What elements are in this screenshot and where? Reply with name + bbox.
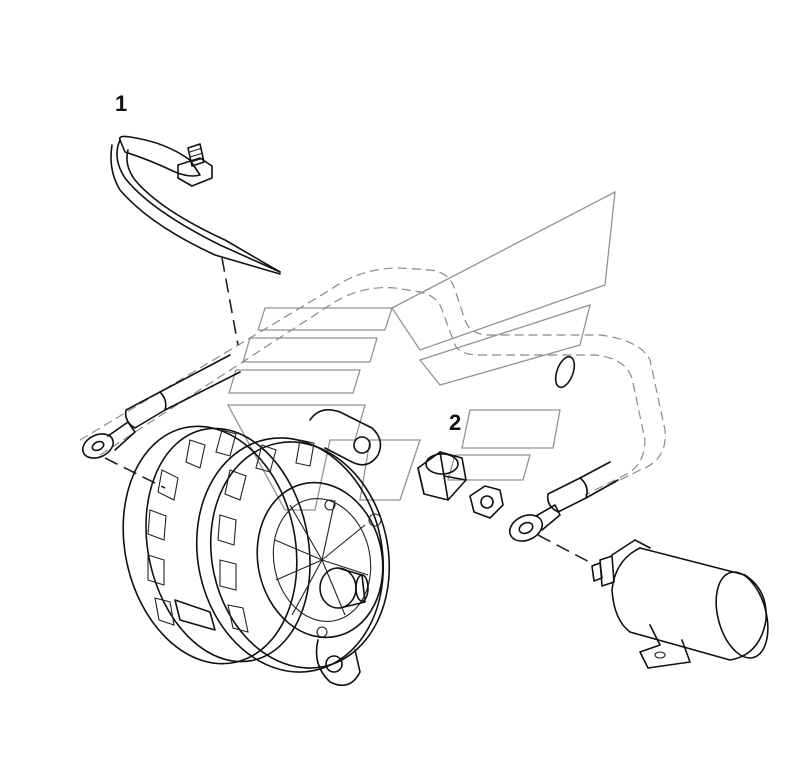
watermark-logo (226, 190, 616, 511)
ground-strap-icon (110, 135, 281, 275)
capacitor-icon (591, 539, 769, 669)
cable-lug-icon (508, 355, 619, 542)
alternator-icon (122, 409, 391, 687)
phantom-cable-route (79, 267, 666, 496)
callout-1: 1 (115, 91, 127, 116)
leader-line-1 (221, 257, 239, 346)
cap-nut-icon (417, 451, 467, 501)
leader-line-capacitor (537, 534, 596, 566)
hex-nut-icon (469, 485, 504, 519)
callout-2: 2 (449, 410, 461, 435)
cable-lug-icon (81, 354, 241, 459)
